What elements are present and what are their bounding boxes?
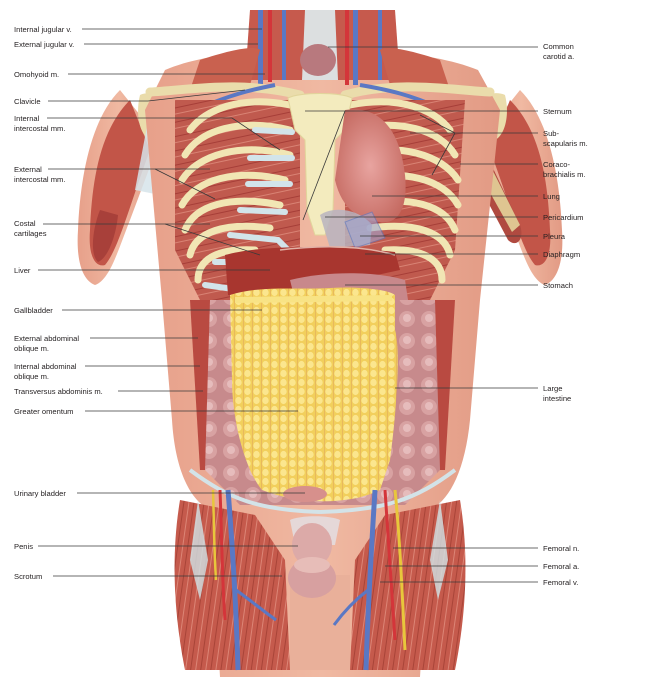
label-femoral-a: Femoral a. [543,562,580,571]
label-liver: Liver [14,266,31,275]
label-transversus-abdominis-m: Transversus abdominis m. [14,387,103,396]
label-diaphragm: Diaphragm [543,250,581,259]
label-penis: Penis [14,542,33,551]
label-stomach: Stomach [543,281,573,290]
label-sternum: Sternum [543,107,572,116]
label-gallbladder: Gallbladder [14,306,53,315]
label-clavicle: Clavicle [14,97,41,106]
label-external-jugular-v: External jugular v. [14,40,75,49]
label-omohyoid-m: Omohyoid m. [14,70,60,79]
label-lung: Lung [543,192,560,201]
label-greater-omentum: Greater omentum [14,407,74,416]
label-external-intercostal-mm: External intercostal mm. [14,165,66,184]
label-common-carotid-a: Common carotid a. [543,42,575,61]
label-subscapularis-m: Sub- scapularis m. [543,129,588,148]
label-costal-cartilages: Costal cartilages [14,219,47,238]
label-scrotum: Scrotum [14,572,43,581]
label-femoral-v: Femoral v. [543,578,579,587]
label-large-intestine: Large intestine [543,384,572,403]
label-femoral-n: Femoral n. [543,544,580,553]
label-internal-jugular-v: Internal jugular v. [14,25,72,34]
label-urinary-bladder: Urinary bladder [14,489,66,498]
label-external-abdominal-oblique-m: External abdominal oblique m. [14,334,80,353]
label-internal-abdominal-oblique-m: Internal abdominal oblique m. [14,362,77,381]
label-coracobrachialis-m: Coraco- brachialis m. [543,160,586,179]
label-pericardium: Pericardium [543,213,584,222]
label-internal-intercostal-mm: Internal intercostal mm. [14,114,66,133]
label-pleura: Pleura [543,232,565,241]
